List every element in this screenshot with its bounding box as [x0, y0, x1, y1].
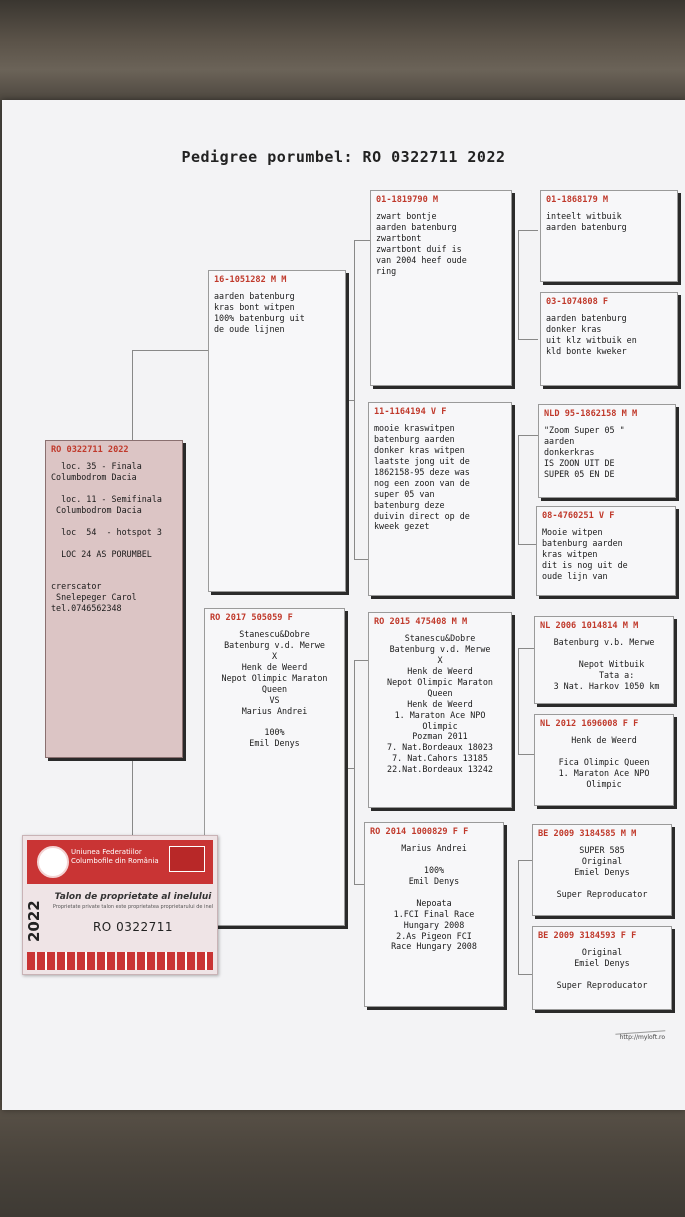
- pigeon-main-notes: loc. 35 - Finala Columbodrom Dacia loc. …: [51, 461, 162, 614]
- ticket-folk-pattern: [27, 952, 213, 970]
- connector-sire: [354, 240, 370, 560]
- sire-sire-card: 01-1819790 M zwart bontje aarden batenbu…: [370, 190, 512, 386]
- sdd-ring: 08-4760251 V F: [542, 511, 615, 521]
- dam-sire-ring: RO 2015 475408 M M: [374, 617, 468, 627]
- org-line-2: Columbofile din România: [71, 857, 159, 866]
- ssd-card: 03-1074808 F aarden batenburg donker kra…: [540, 292, 678, 386]
- dam-sire-card: RO 2015 475408 M M Stanescu&Dobre Batenb…: [368, 612, 512, 808]
- ssd-ring: 03-1074808 F: [546, 297, 609, 307]
- federation-emblem-icon: [37, 846, 69, 878]
- connector-dam: [354, 660, 370, 885]
- dss-card: NL 2006 1014814 M M Batenburg v.b. Merwe…: [534, 616, 674, 704]
- ticket-organization: Uniunea Federatiilor Columbofile din Rom…: [71, 848, 159, 867]
- dds-notes: SUPER 585 Original Emiel Denys Super Rep…: [556, 845, 648, 899]
- dam-sire-notes: Stanescu&Dobre Batenburg v.d. Merwe X He…: [387, 633, 493, 775]
- sdd-notes: Mooie witpen batenburg aarden kras witpe…: [542, 527, 628, 581]
- dam-card: RO 2017 505059 F Stanescu&Dobre Batenbur…: [204, 608, 345, 926]
- org-line-1: Uniunea Federatiilor: [71, 848, 142, 856]
- sire-notes: aarden batenburg kras bont witpen 100% b…: [214, 291, 305, 334]
- dss-ring: NL 2006 1014814 M M: [540, 621, 639, 631]
- pedigree-sheet: Pedigree porumbel: RO 0322711 2022 RO 03…: [2, 100, 685, 1110]
- ticket-ring-number: RO 0322711: [92, 920, 174, 934]
- ddd-card: BE 2009 3184593 F F Original Emiel Denys…: [532, 926, 672, 1010]
- sire-sire-notes: zwart bontje aarden batenburg zwartbont …: [376, 211, 467, 276]
- connector-sd: [518, 435, 538, 545]
- dsd-ring: NL 2012 1696008 F F: [540, 719, 639, 729]
- sss-notes: inteelt witbuik aarden batenburg: [546, 211, 627, 233]
- ring-ownership-ticket: Uniunea Federatiilor Columbofile din Rom…: [22, 835, 218, 975]
- connector-dd: [518, 860, 538, 975]
- connector-ds: [518, 648, 538, 755]
- site-url: http://myloft.ro: [619, 1034, 665, 1041]
- ticket-subtext: Proprietate private talon este proprieta…: [52, 904, 214, 910]
- ticket-header-band: Uniunea Federatiilor Columbofile din Rom…: [27, 840, 213, 884]
- ddd-notes: Original Emiel Denys Super Reproducator: [556, 947, 648, 990]
- sire-dam-notes: mooie kraswitpen batenburg aarden donker…: [374, 423, 470, 532]
- dsd-notes: Henk de Weerd Fica Olimpic Queen 1. Mara…: [558, 735, 650, 789]
- sss-card: 01-1868179 M inteelt witbuik aarden bate…: [540, 190, 678, 282]
- ticket-stamp-icon: [169, 846, 205, 872]
- connector-dam-stub: [348, 768, 354, 769]
- pigeon-main-ring: RO 0322711 2022: [51, 445, 129, 455]
- sdd-card: 08-4760251 V F Mooie witpen batenburg aa…: [536, 506, 676, 596]
- sss-ring: 01-1868179 M: [546, 195, 609, 205]
- dsd-card: NL 2012 1696008 F F Henk de Weerd Fica O…: [534, 714, 674, 806]
- sds-notes: "Zoom Super 05 " aarden donkerkras IS ZO…: [544, 425, 625, 479]
- connector-sire-stub: [348, 400, 354, 401]
- ddd-ring: BE 2009 3184593 F F: [538, 931, 637, 941]
- dam-ring: RO 2017 505059 F: [210, 613, 293, 623]
- sire-sire-ring: 01-1819790 M: [376, 195, 439, 205]
- pigeon-main-card: RO 0322711 2022 loc. 35 - Finala Columbo…: [45, 440, 183, 758]
- sds-card: NLD 95-1862158 M M "Zoom Super 05 " aard…: [538, 404, 676, 498]
- signature-mark: [614, 1020, 666, 1035]
- ticket-year: 2022: [25, 900, 43, 942]
- dds-ring: BE 2009 3184585 M M: [538, 829, 637, 839]
- wood-table-top: [0, 0, 685, 100]
- dds-card: BE 2009 3184585 M M SUPER 585 Original E…: [532, 824, 672, 916]
- sire-dam-ring: 11-1164194 V F: [374, 407, 447, 417]
- sds-ring: NLD 95-1862158 M M: [544, 409, 638, 419]
- dam-dam-ring: RO 2014 1000829 F F: [370, 827, 469, 837]
- sire-card: 16-1051282 M M aarden batenburg kras bon…: [208, 270, 346, 592]
- page-title: Pedigree porumbel: RO 0322711 2022: [181, 148, 506, 166]
- ticket-heading: Talon de proprietate al inelului: [54, 892, 212, 902]
- dss-notes: Batenburg v.b. Merwe Nepot Witbuik Tata …: [553, 637, 660, 691]
- dam-dam-notes: Marius Andrei 100% Emil Denys Nepoata 1.…: [391, 843, 477, 952]
- connector-ss: [518, 230, 538, 340]
- sire-ring: 16-1051282 M M: [214, 275, 287, 285]
- ssd-notes: aarden batenburg donker kras uit klz wit…: [546, 313, 637, 356]
- wood-table-bottom: [0, 1100, 685, 1217]
- dam-dam-card: RO 2014 1000829 F F Marius Andrei 100% E…: [364, 822, 504, 1007]
- sire-dam-card: 11-1164194 V F mooie kraswitpen batenbur…: [368, 402, 512, 596]
- dam-notes: Stanescu&Dobre Batenburg v.d. Merwe X He…: [221, 629, 328, 749]
